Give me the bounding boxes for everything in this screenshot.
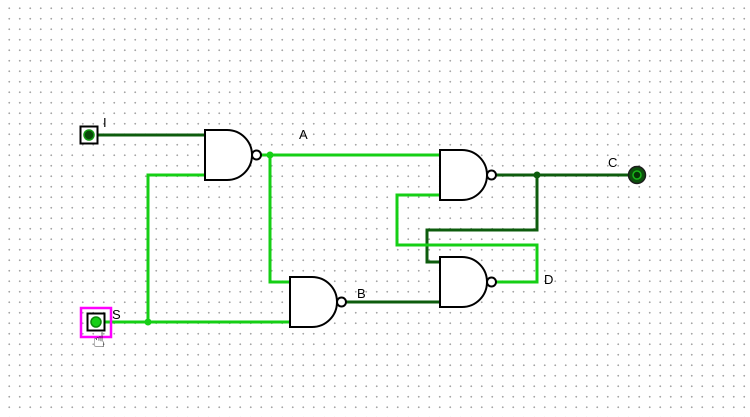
nand-gate-d[interactable] bbox=[439, 256, 488, 308]
nand-gate-c-bubble-icon bbox=[486, 169, 497, 181]
nand-gate-d-bubble-icon bbox=[486, 276, 497, 288]
label-i: I bbox=[103, 115, 107, 130]
nand-gate-b[interactable] bbox=[289, 276, 338, 328]
wire-junction bbox=[533, 171, 541, 179]
label-c: C bbox=[608, 155, 617, 170]
output-pin-c-value-icon bbox=[632, 170, 642, 180]
label-d: D bbox=[544, 272, 553, 287]
label-b: B bbox=[357, 286, 366, 301]
nand-gate-c[interactable] bbox=[439, 149, 488, 201]
wire-junction bbox=[266, 151, 274, 159]
poke-cursor-icon: ☝ bbox=[93, 328, 105, 352]
input-pin-i-value-icon bbox=[83, 129, 95, 141]
nand-gate-b-bubble-icon bbox=[336, 296, 347, 308]
wire-d-feedback-to-gate-c[interactable] bbox=[395, 193, 539, 284]
input-pin-s-value-icon bbox=[90, 316, 102, 328]
wire-a-branch-to-gate-b[interactable] bbox=[268, 153, 292, 284]
label-a: A bbox=[299, 127, 308, 142]
wire-c-feedback-to-gate-d[interactable] bbox=[425, 173, 539, 264]
nand-gate-1[interactable] bbox=[204, 129, 253, 181]
label-s: S bbox=[112, 307, 121, 322]
nand-gate-1-bubble-icon bbox=[251, 149, 262, 161]
wire-junction bbox=[144, 318, 152, 326]
wire-s-branch-to-gate1[interactable] bbox=[146, 173, 207, 324]
selection-box bbox=[79, 306, 113, 339]
